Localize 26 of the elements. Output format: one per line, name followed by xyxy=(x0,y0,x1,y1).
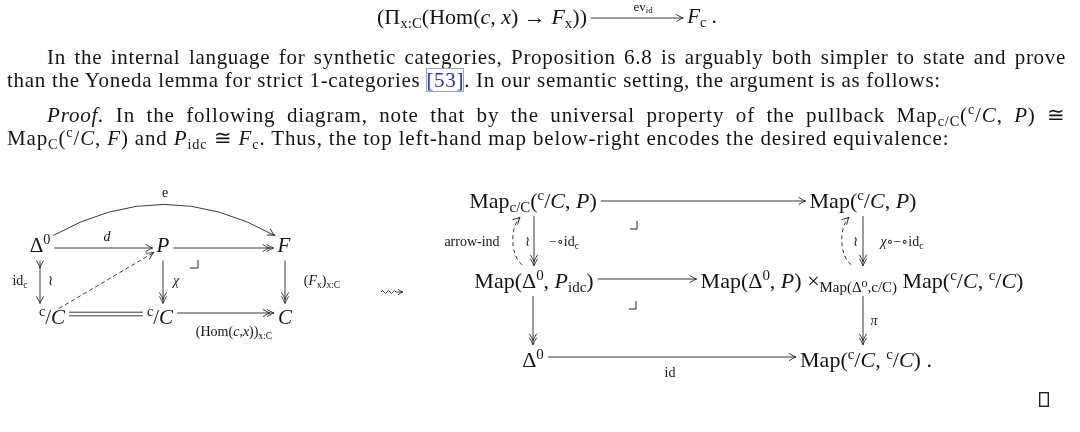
math-expression: $^{c}$/C xyxy=(38,305,66,331)
equivalence-mark: ≀ xyxy=(852,234,858,250)
math-expression: Map($^{c}$/C, $^{c}$/C) . xyxy=(800,346,932,374)
math-expression: C xyxy=(278,305,292,331)
edge-label: χ∘−∘id$_{c}$ xyxy=(879,233,925,251)
math-expression: $^{c}$/C xyxy=(146,305,174,331)
equivalence-mark: ≀ xyxy=(524,234,530,250)
math-expression: F xyxy=(277,233,291,259)
math-expression: (Π$_{x:C}$(Hom(c, x) → F$_{x}$)) xyxy=(377,3,587,31)
equivalence-mark: ≀ xyxy=(47,273,53,289)
edge-label: (F$_{x}$)$_{x:C}$ xyxy=(302,272,342,290)
edge-label: id$_{c}$ xyxy=(11,272,29,290)
math-expression: Map(Δ$^{0}$, P$_{idc}$) xyxy=(474,267,594,295)
math-expression: Map(Δ$^{0}$, P) ×$_{Map(Δ⁰,c/C)}$ Map($^{c}$/C, $^{c}$/C) xyxy=(700,267,1024,295)
math-expression: Δ$^{0}$ xyxy=(522,346,544,374)
math-expression: P xyxy=(156,233,170,259)
math-expression: Map$_{c/C}$($^{c}$/C, P) xyxy=(469,187,597,215)
citation-link: [53] xyxy=(426,68,465,92)
paragraph: In the internal language for synthetic categories, Proposition 6.8 is arguably both simpler to state and prove than the Yoneda lemma for strict 1-categories [53]. In our semantic setting, the argument is as follows: xyxy=(7,46,1066,92)
math-expression: Map($^{c}$/C, P) xyxy=(809,187,917,215)
edge-label: (Hom(c,x))$_{x:C}$ xyxy=(194,323,274,341)
double-line xyxy=(68,311,144,317)
math-expression: Δ$^{0}$ xyxy=(29,233,51,259)
paragraph: Proof. In the following diagram, note that by the universal property of the pullback Map$_{c/C}$($^{c}$/C, P) ≅ Map$_{C}$($^{c}$/C, F) and P$_{idc}$ ≅ F$_{c}$. Thus, the top left-hand map below-right encodes the desired equivalence: xyxy=(7,104,1066,150)
math-expression: F$_{c}$ . xyxy=(687,4,717,30)
edge-label: −∘id$_{c}$ xyxy=(548,233,580,251)
